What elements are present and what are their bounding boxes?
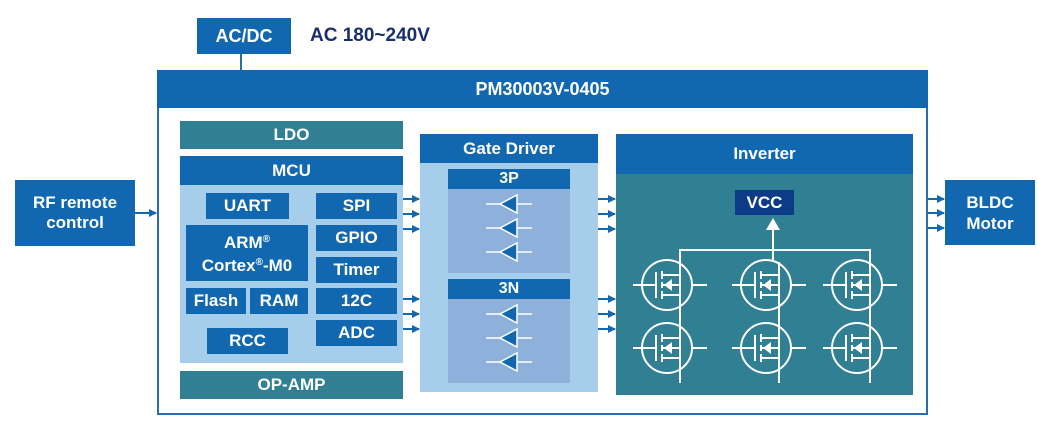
buffer-icon	[486, 351, 532, 373]
gpio-label: GPIO	[335, 228, 378, 247]
driver-to-inverter-arrows-upper	[598, 195, 616, 233]
driver-3p-label: 3P	[499, 170, 519, 187]
bldc-motor-block: BLDC Motor	[945, 180, 1035, 245]
i2c-label: 12C	[340, 291, 373, 310]
op-amp-block: OP-AMP	[180, 371, 403, 399]
ram-label: RAM	[259, 291, 299, 310]
arm-text: ARM	[223, 233, 263, 252]
mosfet-icon	[732, 322, 806, 374]
output-to-motor-arrows	[926, 195, 945, 232]
timer-block: Timer	[316, 257, 397, 283]
adc-block: ADC	[316, 320, 397, 346]
mosfet-icon	[732, 259, 806, 311]
driver-3n-header: 3N	[448, 279, 570, 299]
ldo-block: LDO	[180, 121, 403, 149]
inverter-body	[616, 134, 913, 395]
ldo-label: LDO	[273, 125, 310, 144]
mosfet-icon	[633, 259, 707, 311]
arm-label-line2: Cortex®-M0	[202, 253, 293, 276]
mcu-header: MCU	[180, 156, 403, 185]
motor-label-line2: Motor	[966, 213, 1014, 233]
rf-label-line2: control	[46, 213, 104, 232]
driver-3p-header: 3P	[448, 169, 570, 189]
chip-title-bar: PM30003V-0405	[157, 70, 928, 108]
flash-block: Flash	[186, 288, 246, 314]
gate-driver-label: Gate Driver	[463, 138, 555, 158]
mosfet-icon	[633, 322, 707, 374]
uart-label: UART	[223, 196, 272, 215]
registered-mark: ®	[262, 234, 271, 245]
vcc-label: VCC	[746, 192, 783, 212]
arm-cortex-m0-block: ARM® Cortex®-M0	[186, 225, 308, 281]
spi-block: SPI	[316, 193, 397, 219]
m0-text: -M0	[262, 256, 293, 275]
driver-3n-label: 3N	[498, 280, 520, 297]
arm-label-line1: ARM®	[224, 230, 270, 253]
op-amp-label: OP-AMP	[257, 375, 326, 394]
timer-label: Timer	[333, 260, 380, 279]
buffer-icon	[486, 327, 532, 349]
rcc-block: RCC	[207, 328, 288, 354]
vcc-block: VCC	[735, 190, 794, 215]
inverter-header: Inverter	[616, 134, 913, 174]
flash-label: Flash	[193, 291, 239, 310]
ram-block: RAM	[250, 288, 308, 314]
mosfet-icon	[823, 322, 897, 374]
driver-to-inverter-arrows-lower	[598, 295, 616, 333]
spi-label: SPI	[342, 196, 371, 215]
i2c-block: 12C	[316, 288, 397, 314]
dc-bus-line	[679, 249, 871, 262]
adc-label: ADC	[338, 323, 375, 342]
buffer-icon	[486, 241, 532, 263]
rcc-label: RCC	[229, 331, 266, 350]
buffer-icon	[486, 193, 532, 215]
registered-mark: ®	[255, 257, 263, 268]
ac-input-voltage-label: AC 180~240V	[310, 25, 430, 46]
inverter-label: Inverter	[733, 144, 796, 163]
mcu-label: MCU	[272, 160, 311, 180]
chip-title: PM30003V-0405	[475, 78, 610, 99]
acdc-label: AC/DC	[215, 25, 273, 46]
motor-label-line1: BLDC	[966, 192, 1014, 212]
gate-driver-header: Gate Driver	[420, 134, 598, 163]
acdc-converter-block: AC/DC	[197, 18, 291, 54]
buffer-icon	[486, 303, 532, 325]
cortex-text: Cortex	[201, 256, 256, 275]
vcc-arrow-head	[766, 218, 780, 230]
uart-block: UART	[206, 193, 289, 219]
mosfet-icon	[823, 259, 897, 311]
rf-remote-control-block: RF remote control	[15, 180, 135, 246]
rf-label-line1: RF remote	[32, 193, 118, 212]
buffer-icon	[486, 217, 532, 239]
gpio-block: GPIO	[316, 225, 397, 251]
